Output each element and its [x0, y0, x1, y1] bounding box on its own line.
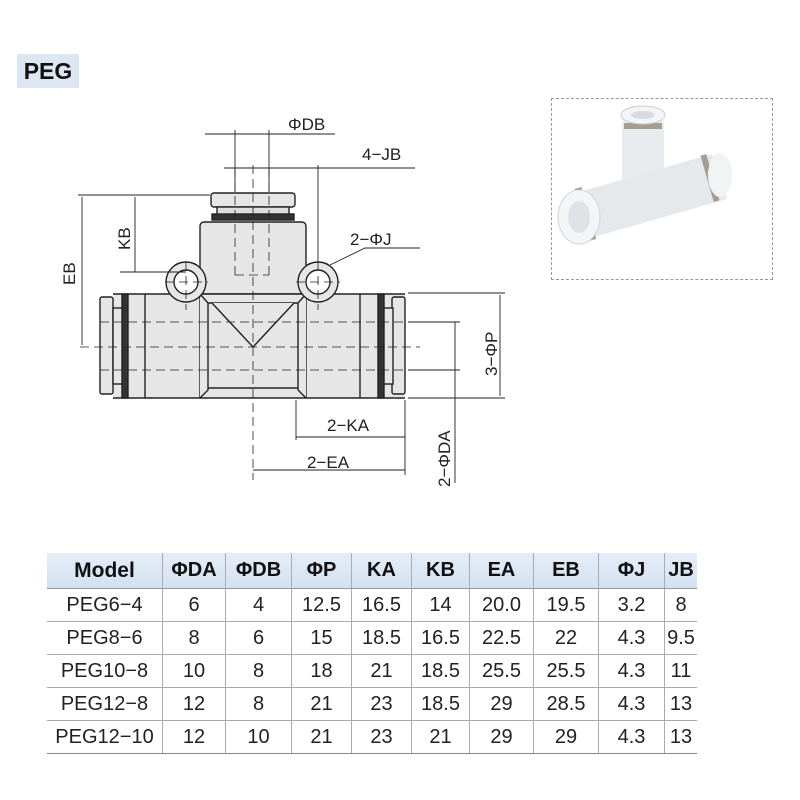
value-cell: 10: [162, 654, 226, 688]
label-da: 2−ΦDA: [435, 430, 454, 487]
fitting-outline: [99, 192, 406, 399]
value-cell: 18.5: [411, 654, 470, 688]
label-p: 3−ΦP: [482, 332, 501, 376]
model-cell: PEG6−4: [47, 588, 163, 622]
value-cell: 10: [225, 720, 292, 754]
product-photo: [551, 98, 773, 280]
value-cell: 8: [225, 687, 292, 721]
value-cell: 8: [664, 588, 697, 622]
model-cell: PEG12−10: [47, 720, 163, 754]
value-cell: 4: [225, 588, 292, 622]
value-cell: 23: [351, 687, 412, 721]
value-cell: 13: [664, 720, 697, 754]
header-cell: ΦDA: [162, 553, 226, 589]
value-cell: 29: [533, 720, 599, 754]
value-cell: 4.3: [598, 654, 665, 688]
value-cell: 23: [351, 720, 412, 754]
dimension-text: ΦDB 4−JB 2−ΦJ 2−KA 2−EA KB EB 3−ΦP 2−ΦDA: [60, 115, 501, 487]
product-title: PEG: [17, 54, 79, 88]
model-cell: PEG8−6: [47, 621, 163, 655]
value-cell: 22: [533, 621, 599, 655]
tee-fitting-image: [557, 105, 732, 245]
value-cell: 20.0: [469, 588, 534, 622]
header-cell: ΦJ: [598, 553, 665, 589]
value-cell: 16.5: [351, 588, 412, 622]
label-eb: EB: [60, 262, 79, 285]
value-cell: 21: [351, 654, 412, 688]
label-ka: 2−KA: [327, 416, 370, 435]
value-cell: 6: [162, 588, 226, 622]
label-jb: 4−JB: [362, 145, 401, 164]
value-cell: 16.5: [411, 621, 470, 655]
value-cell: 9.5: [664, 621, 697, 655]
value-cell: 6: [225, 621, 292, 655]
header-cell: EA: [469, 553, 534, 589]
value-cell: 12.5: [291, 588, 352, 622]
dimension-table: Model ΦDA ΦDB ΦP KA KB EA EB ΦJ JB PEG6−…: [47, 553, 697, 754]
value-cell: 3.2: [598, 588, 665, 622]
value-cell: 25.5: [533, 654, 599, 688]
value-cell: 12: [162, 687, 226, 721]
value-cell: 11: [664, 654, 697, 688]
value-cell: 19.5: [533, 588, 599, 622]
label-kb: KB: [115, 227, 134, 250]
value-cell: 29: [469, 687, 534, 721]
header-cell: JB: [664, 553, 697, 589]
header-cell: KA: [351, 553, 412, 589]
header-cell: KB: [411, 553, 470, 589]
value-cell: 8: [225, 654, 292, 688]
value-cell: 29: [469, 720, 534, 754]
label-j: 2−ΦJ: [350, 230, 391, 249]
value-cell: 4.3: [598, 687, 665, 721]
header-cell: ΦP: [291, 553, 352, 589]
value-cell: 18.5: [351, 621, 412, 655]
header-cell: ΦDB: [225, 553, 292, 589]
value-cell: 22.5: [469, 621, 534, 655]
center-lines: [80, 165, 420, 480]
value-cell: 4.3: [598, 621, 665, 655]
value-cell: 8: [162, 621, 226, 655]
value-cell: 4.3: [598, 720, 665, 754]
value-cell: 13: [664, 687, 697, 721]
value-cell: 18: [291, 654, 352, 688]
header-cell: Model: [47, 553, 163, 589]
label-db: ΦDB: [288, 115, 325, 134]
label-ea: 2−EA: [307, 453, 350, 472]
model-cell: PEG12−8: [47, 687, 163, 721]
value-cell: 15: [291, 621, 352, 655]
table-header-row: Model ΦDA ΦDB ΦP KA KB EA EB ΦJ JB: [47, 553, 697, 589]
model-cell: PEG10−8: [47, 654, 163, 688]
value-cell: 18.5: [411, 687, 470, 721]
value-cell: 21: [411, 720, 470, 754]
value-cell: 14: [411, 588, 470, 622]
header-cell: EB: [533, 553, 599, 589]
dimension-drawing: ΦDB 4−JB 2−ΦJ 2−KA 2−EA KB EB 3−ΦP 2−ΦDA: [60, 115, 505, 487]
value-cell: 21: [291, 720, 352, 754]
value-cell: 21: [291, 687, 352, 721]
value-cell: 25.5: [469, 654, 534, 688]
value-cell: 28.5: [533, 687, 599, 721]
dimension-lines: [78, 130, 505, 483]
value-cell: 12: [162, 720, 226, 754]
